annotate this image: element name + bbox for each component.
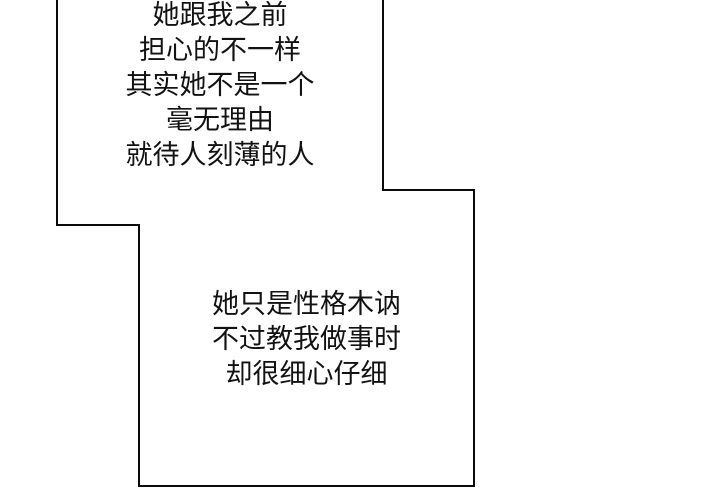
narration-box-top: 她跟我之前 担心的不一样 其实她不是一个 毫无理由 就待人刻薄的人	[58, 0, 382, 173]
bottom-panel-left-border	[138, 224, 140, 487]
bottom-panel-top-border	[382, 189, 475, 191]
narration-line: 她跟我之前	[152, 0, 288, 31]
narration-line: 其实她不是一个	[125, 70, 315, 101]
bottom-panel-right-border	[473, 189, 475, 487]
narration-line: 却很细心仔细	[225, 359, 388, 390]
narration-line: 担心的不一样	[139, 35, 301, 66]
narration-box-bottom: 她只是性格木讷 不过教我做事时 却很细心仔细	[140, 287, 473, 392]
bottom-panel-bottom-border	[138, 485, 475, 487]
narration-line: 就待人刻薄的人	[125, 140, 315, 171]
narration-line: 不过教我做事时	[212, 324, 401, 355]
narration-line: 她只是性格木讷	[212, 289, 401, 320]
top-panel-left-border	[56, 0, 58, 226]
narration-line: 毫无理由	[166, 105, 274, 136]
top-panel-bottom-border	[56, 224, 140, 226]
top-panel-right-border	[382, 0, 384, 191]
